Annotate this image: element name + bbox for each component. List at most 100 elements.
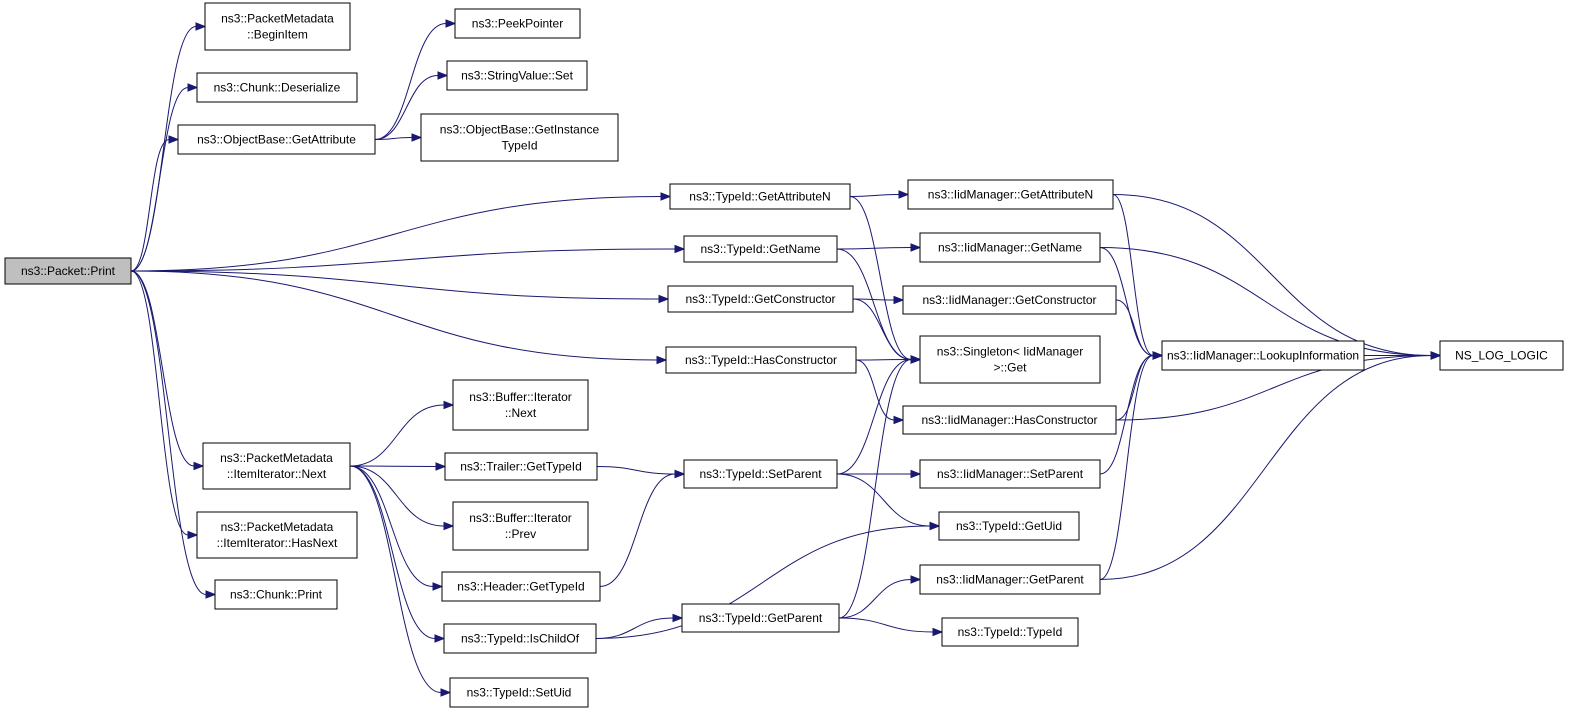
node-label-line: ns3::Chunk::Print <box>230 588 323 602</box>
edge-typeid-ischildof-to-typeid-getparent <box>595 613 684 639</box>
node-ns-log-logic[interactable]: NS_LOG_LOGIC <box>1439 340 1564 371</box>
node-objectbase-getattribute[interactable]: ns3::ObjectBase::GetAttribute <box>177 124 376 155</box>
edge-line <box>836 247 912 250</box>
edge-arrowhead <box>910 469 922 479</box>
edge-line <box>349 465 445 527</box>
node-box <box>667 285 854 313</box>
node-typeid-getconstructor[interactable]: ns3::TypeId::GetConstructor <box>667 285 854 313</box>
node-box <box>202 442 351 490</box>
edge-line <box>1099 247 1432 356</box>
node-box <box>454 8 581 39</box>
node-typeid-ischildof[interactable]: ns3::TypeId::IsChildOf <box>443 623 597 654</box>
edge-line <box>349 465 442 693</box>
node-box <box>941 617 1079 647</box>
node-box <box>177 124 376 155</box>
node-typeid-getuid[interactable]: ns3::TypeId::GetUid <box>938 511 1080 541</box>
node-box <box>196 72 358 103</box>
edge-line <box>849 196 912 360</box>
node-box <box>196 511 358 559</box>
edge-line <box>349 404 445 467</box>
edge-packet-print-to-pm-itemiterator-next <box>130 270 205 471</box>
node-iidmanager-getconstructor[interactable]: ns3::IidManager::GetConstructor <box>902 285 1117 315</box>
node-iidmanager-getname[interactable]: ns3::IidManager::GetName <box>919 232 1101 263</box>
edge-arrowhead <box>187 83 199 92</box>
node-peekpointer[interactable]: ns3::PeekPointer <box>454 8 581 39</box>
edge-line <box>1112 194 1154 356</box>
edge-pm-itemiterator-next-to-header-gettypeid <box>349 465 444 591</box>
edge-objectbase-getattribute-to-stringvalue-set <box>374 71 449 140</box>
node-pm-begin-item[interactable]: ns3::PacketMetadata::BeginItem <box>204 2 351 51</box>
edge-line <box>349 465 436 639</box>
node-label-line: NS_LOG_LOGIC <box>1455 349 1548 363</box>
node-box <box>919 232 1101 263</box>
node-typeid-getname[interactable]: ns3::TypeId::GetName <box>683 235 838 263</box>
node-iidmanager-getattributen[interactable]: ns3::IidManager::GetAttributeN <box>907 179 1114 210</box>
edge-line <box>599 473 676 587</box>
node-box <box>446 60 588 91</box>
node-label-line: ns3::IidManager::LookupInformation <box>1167 349 1359 363</box>
node-buffer-iterator-next[interactable]: ns3::Buffer::Iterator::Next <box>452 379 589 431</box>
edge-line <box>374 137 413 140</box>
node-label-line: ns3::IidManager::GetParent <box>936 573 1084 587</box>
node-label-line: ns3::IidManager::GetAttributeN <box>928 188 1093 202</box>
edge-typeid-getparent-to-iidmanager-getparent <box>838 575 922 619</box>
node-chunk-print[interactable]: ns3::Chunk::Print <box>214 579 338 610</box>
edge-arrowhead <box>910 355 922 364</box>
node-label-line: ns3::Buffer::Iterator <box>469 390 572 404</box>
node-box <box>919 564 1101 595</box>
node-label-line: ns3::TypeId::GetName <box>700 242 820 256</box>
node-typeid-setparent[interactable]: ns3::TypeId::SetParent <box>683 459 838 489</box>
node-typeid-getparent[interactable]: ns3::TypeId::GetParent <box>681 603 840 633</box>
node-label-line: >::Get <box>993 361 1027 375</box>
edge-arrowhead <box>660 192 672 201</box>
edge-typeid-getattributen-to-iidmanager-getattributen <box>849 190 910 199</box>
edge-line <box>1099 355 1432 580</box>
edge-line <box>849 194 900 197</box>
node-label-line: ns3::Singleton< IidManager <box>937 345 1083 359</box>
edge-line <box>855 359 912 361</box>
node-box <box>4 257 132 285</box>
node-label-line: ::Next <box>505 406 537 420</box>
node-label-line: ns3::ObjectBase::GetInstance <box>440 123 600 137</box>
node-box <box>1161 340 1365 371</box>
node-label-line: ns3::Header::GetTypeId <box>457 580 584 594</box>
node-typeid-hasconstructor[interactable]: ns3::TypeId::HasConstructor <box>665 346 857 374</box>
edge-typeid-getparent-to-typeid-typeid <box>838 617 944 637</box>
edge-line <box>1115 299 1154 356</box>
edge-arrowhead <box>656 355 668 365</box>
node-header-gettypeid[interactable]: ns3::Header::GetTypeId <box>441 571 601 602</box>
node-pm-itemiterator-next[interactable]: ns3::PacketMetadata::ItemIterator::Next <box>202 442 351 490</box>
node-label-line: ::BeginItem <box>247 28 308 42</box>
node-singleton-get[interactable]: ns3::Singleton< IidManager>::Get <box>919 335 1101 384</box>
node-iidmanager-lookupinformation[interactable]: ns3::IidManager::LookupInformation <box>1161 340 1365 371</box>
edge-iidmanager-hasconstructor-to-iidmanager-lookupinformation <box>1115 351 1164 421</box>
node-pm-itemiterator-hasnext[interactable]: ns3::PacketMetadata::ItemIterator::HasNe… <box>196 511 358 559</box>
node-box <box>938 511 1080 541</box>
node-box <box>452 501 589 551</box>
node-box <box>669 183 851 210</box>
node-trailer-gettypeid[interactable]: ns3::Trailer::GetTypeId <box>444 452 598 481</box>
edge-arrowhead <box>432 582 444 591</box>
node-iidmanager-hasconstructor[interactable]: ns3::IidManager::HasConstructor <box>902 405 1117 435</box>
node-box <box>902 405 1117 435</box>
node-typeid-getattributen[interactable]: ns3::TypeId::GetAttributeN <box>669 183 851 210</box>
edge-arrowhead <box>195 22 207 31</box>
node-typeid-setuid[interactable]: ns3::TypeId::SetUid <box>449 677 589 708</box>
node-buffer-iterator-prev[interactable]: ns3::Buffer::Iterator::Prev <box>452 501 589 551</box>
node-box <box>444 452 598 481</box>
edge-line <box>855 359 895 421</box>
edge-line <box>130 196 662 272</box>
node-chunk-deserialize[interactable]: ns3::Chunk::Deserialize <box>196 72 358 103</box>
node-label-line: TypeId <box>501 139 537 153</box>
node-iidmanager-setparent[interactable]: ns3::IidManager::SetParent <box>919 459 1101 489</box>
node-packet-print[interactable]: ns3::Packet::Print <box>4 257 132 285</box>
edge-line <box>595 525 931 639</box>
node-label-line: ::Prev <box>505 527 536 541</box>
edge-line <box>836 359 912 475</box>
node-iidmanager-getparent[interactable]: ns3::IidManager::GetParent <box>919 564 1101 595</box>
node-typeid-typeid[interactable]: ns3::TypeId::TypeId <box>941 617 1079 647</box>
node-label-line: ::ItemIterator::Next <box>227 467 327 481</box>
node-label-line: ns3::IidManager::GetName <box>938 241 1082 255</box>
node-stringvalue-set[interactable]: ns3::StringValue::Set <box>446 60 588 91</box>
